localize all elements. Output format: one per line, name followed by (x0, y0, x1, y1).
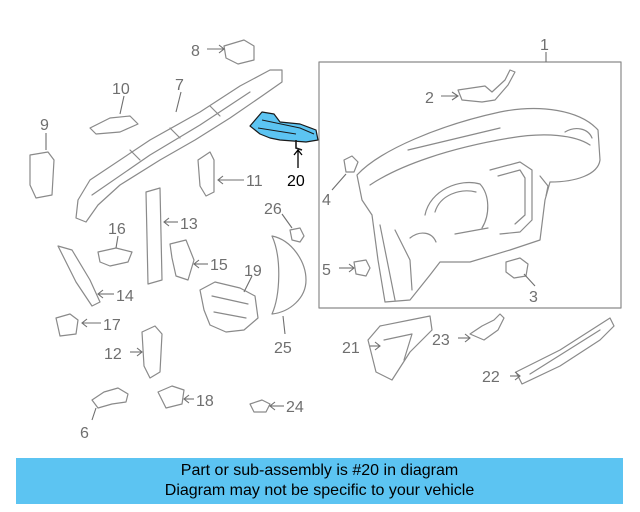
callout-labels: 1 2 3 4 5 6 7 8 9 10 11 12 13 14 15 16 1… (40, 37, 549, 442)
part-11-bracket (197, 151, 244, 197)
callout-12: 12 (104, 346, 122, 363)
part-18-clip (157, 385, 194, 409)
part-24-clip (249, 399, 284, 413)
part-7-cross-beam (75, 69, 283, 223)
part-22-rail (510, 317, 615, 385)
banner-line-1: Part or sub-assembly is #20 in diagram (180, 462, 459, 479)
callout-18: 18 (196, 393, 214, 410)
callout-13: 13 (180, 216, 198, 233)
callout-11: 11 (246, 173, 263, 190)
part-21-bracket (367, 315, 433, 381)
callout-21: 21 (342, 340, 360, 357)
part-13-brace (145, 187, 178, 285)
callout-10: 10 (112, 81, 130, 98)
callout-24: 24 (286, 399, 304, 416)
callout-14: 14 (116, 288, 134, 305)
callout-4: 4 (322, 192, 331, 209)
callout-15: 15 (210, 257, 228, 274)
callout-9: 9 (40, 117, 49, 134)
part-26-clip (281, 213, 305, 243)
part-12-bracket (130, 325, 163, 379)
part-17-bracket (55, 313, 101, 337)
callout-7: 7 (175, 77, 184, 94)
callout-5: 5 (322, 262, 331, 279)
part-4-clip (331, 155, 359, 191)
callout-19: 19 (244, 263, 262, 280)
callout-25: 25 (274, 340, 292, 357)
part-14-brace (57, 245, 114, 307)
callout-6: 6 (80, 425, 89, 442)
part-9-bracket (29, 133, 55, 199)
info-banner: Part or sub-assembly is #20 in diagram D… (16, 458, 623, 504)
callout-3: 3 (529, 289, 538, 306)
callout-26: 26 (264, 201, 282, 218)
part-1-instrument-panel (318, 52, 622, 309)
part-25-side-panel (271, 235, 307, 335)
part-16-bracket (97, 235, 133, 267)
banner-line-2: Diagram may not be specific to your vehi… (164, 482, 475, 499)
part-3-clip (505, 257, 536, 287)
callout-2: 2 (425, 90, 434, 107)
part-5-clip (339, 259, 371, 277)
part-19-bracket (199, 275, 259, 333)
callout-1: 1 (540, 37, 549, 54)
callout-23: 23 (432, 332, 450, 349)
part-2-bracket (441, 69, 516, 103)
part-23-bracket (458, 313, 505, 343)
callout-8: 8 (191, 43, 200, 60)
part-15-bracket (169, 239, 208, 281)
part-6-bracket (91, 387, 129, 421)
parts-diagram: 1 2 3 4 5 6 7 8 9 10 11 12 13 14 15 16 1… (29, 37, 622, 442)
part-8-bracket (207, 39, 255, 65)
callout-17: 17 (103, 317, 121, 334)
part-20-highlighted-bracket (249, 111, 319, 168)
callout-16: 16 (108, 221, 126, 238)
callout-20: 20 (287, 173, 305, 190)
callout-22: 22 (482, 369, 500, 386)
part-10-bracket (89, 95, 139, 135)
